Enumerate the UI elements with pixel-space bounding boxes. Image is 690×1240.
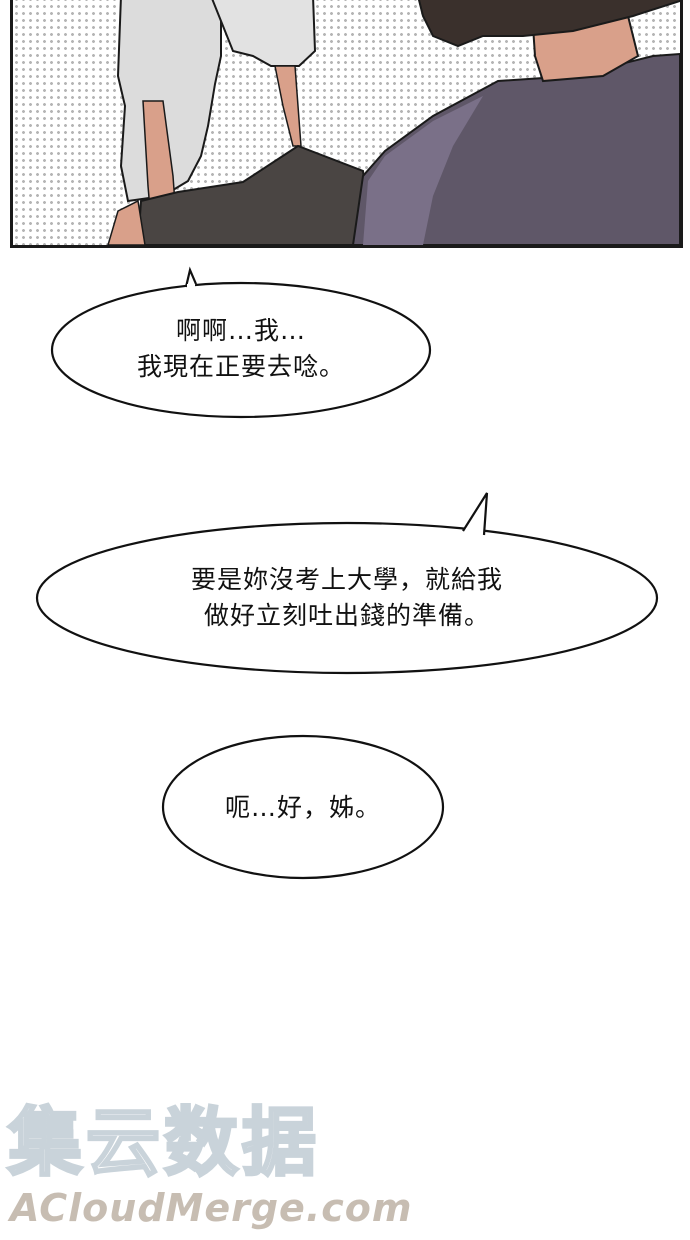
speech-bubble-2 xyxy=(35,492,659,675)
speech-bubble-3-text: 呃…好，姊。 xyxy=(178,790,428,826)
speech-bubble-3 xyxy=(161,734,445,880)
speech-bubble-1 xyxy=(50,266,432,419)
comic-panel xyxy=(10,0,683,248)
watermark: 集云数据 ACloudMerge.com xyxy=(7,1098,413,1230)
watermark-english: ACloudMerge.com xyxy=(10,1186,413,1230)
speech-bubble-2-text: 要是妳沒考上大學，就給我 做好立刻吐出錢的準備。 xyxy=(97,562,597,634)
panel-illustration xyxy=(107,0,680,245)
watermark-chinese: 集云数据 xyxy=(7,1099,320,1188)
dialogue-line: 呃…好，姊。 xyxy=(224,793,381,822)
dialogue-line: 啊啊…我… xyxy=(175,316,306,345)
speech-bubble-1-text: 啊啊…我… 我現在正要去唸。 xyxy=(91,313,391,385)
dialogue-line: 要是妳沒考上大學，就給我 xyxy=(190,565,503,594)
dialogue-line: 做好立刻吐出錢的準備。 xyxy=(203,601,490,630)
dialogue-line: 我現在正要去唸。 xyxy=(136,352,345,381)
